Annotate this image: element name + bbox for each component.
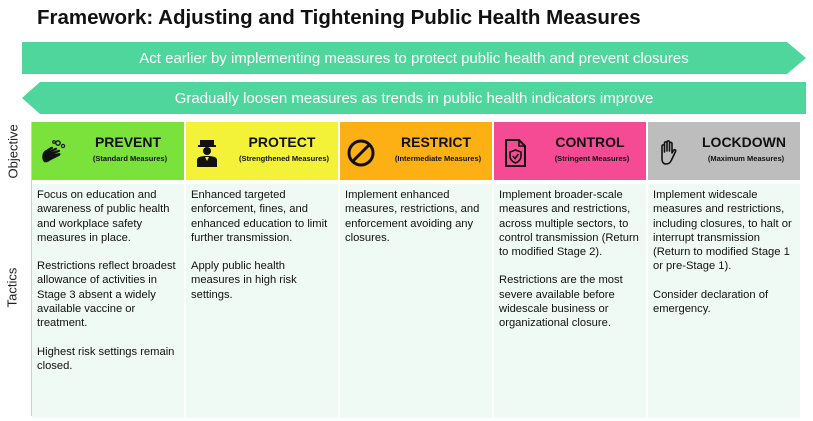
control-subtitle: (Stringent Measures) — [554, 154, 630, 163]
tactic-text: Implement broader-scale measures and res… — [499, 189, 639, 259]
tighten-arrow: Act earlier by implementing measures to … — [22, 42, 806, 74]
page-title: Framework: Adjusting and Tightening Publ… — [37, 6, 641, 29]
loosen-arrow: Gradually loosen measures as trends in p… — [22, 82, 806, 114]
column-restrict: RESTRICT (Intermediate Measures) Impleme… — [340, 122, 492, 418]
restrict-title: RESTRICT — [401, 134, 471, 150]
protect-header: PROTECT (Strengthened Measures) — [186, 122, 338, 180]
prohibited-icon — [347, 139, 375, 167]
officer-icon — [197, 140, 217, 167]
lockdown-tactics: Implement widescale measures and restric… — [648, 184, 800, 418]
prevent-title: PREVENT — [94, 134, 162, 150]
tactic-text: Consider declaration of emergency. — [653, 288, 769, 316]
column-prevent: PREVENT (Standard Measures) Focus on edu… — [32, 122, 184, 418]
prevent-tactics: Focus on education and awareness of publ… — [32, 184, 184, 418]
restrict-tactics: Implement enhanced measures, restriction… — [340, 184, 492, 418]
column-lockdown: LOCKDOWN (Maximum Measures) Implement wi… — [648, 122, 800, 418]
tactic-text: Highest risk settings remain closed. — [37, 345, 175, 372]
tactic-text: Focus on education and awareness of publ… — [37, 189, 170, 244]
axis-divider — [31, 122, 32, 416]
tactics-axis-label: Tactics — [4, 267, 20, 308]
protect-title: PROTECT — [248, 134, 316, 150]
lockdown-subtitle: (Maximum Measures) — [707, 154, 785, 163]
column-protect: PROTECT (Strengthened Measures) Enhanced… — [186, 122, 338, 418]
restrict-header: RESTRICT (Intermediate Measures) — [340, 122, 492, 180]
tactic-text: Restrictions reflect broadest allowance … — [37, 260, 176, 330]
control-tactics: Implement broader-scale measures and res… — [494, 184, 646, 418]
tactic-text: Enhanced targeted enforcement, fines, an… — [191, 189, 328, 244]
prevent-subtitle: (Standard Measures) — [92, 154, 168, 163]
tactic-text: Restrictions are the most severe availab… — [499, 274, 623, 330]
tighten-arrow-label: Act earlier by implementing measures to … — [139, 49, 689, 67]
restrict-subtitle: (Intermediate Measures) — [394, 154, 482, 163]
hands-wash-icon — [42, 140, 66, 163]
objective-axis-label: Objective — [5, 124, 21, 179]
protect-subtitle: (Strengthened Measures) — [238, 154, 330, 163]
protect-tactics: Enhanced targeted enforcement, fines, an… — [186, 184, 338, 418]
lockdown-header: LOCKDOWN (Maximum Measures) — [648, 122, 800, 180]
lockdown-title: LOCKDOWN — [702, 134, 786, 150]
tactic-text: Implement widescale measures and restric… — [653, 189, 792, 273]
prevent-header: PREVENT (Standard Measures) — [32, 122, 184, 180]
loosen-arrow-label: Gradually loosen measures as trends in p… — [174, 89, 654, 107]
column-control: CONTROL (Stringent Measures) Implement b… — [494, 122, 646, 418]
control-header: CONTROL (Stringent Measures) — [494, 122, 646, 180]
stop-hand-icon — [661, 140, 677, 165]
shield-document-icon — [505, 139, 526, 167]
tactic-text: Implement enhanced measures, restriction… — [345, 189, 480, 244]
control-title: CONTROL — [555, 134, 625, 150]
tactic-text: Apply public health measures in high ris… — [191, 260, 297, 301]
